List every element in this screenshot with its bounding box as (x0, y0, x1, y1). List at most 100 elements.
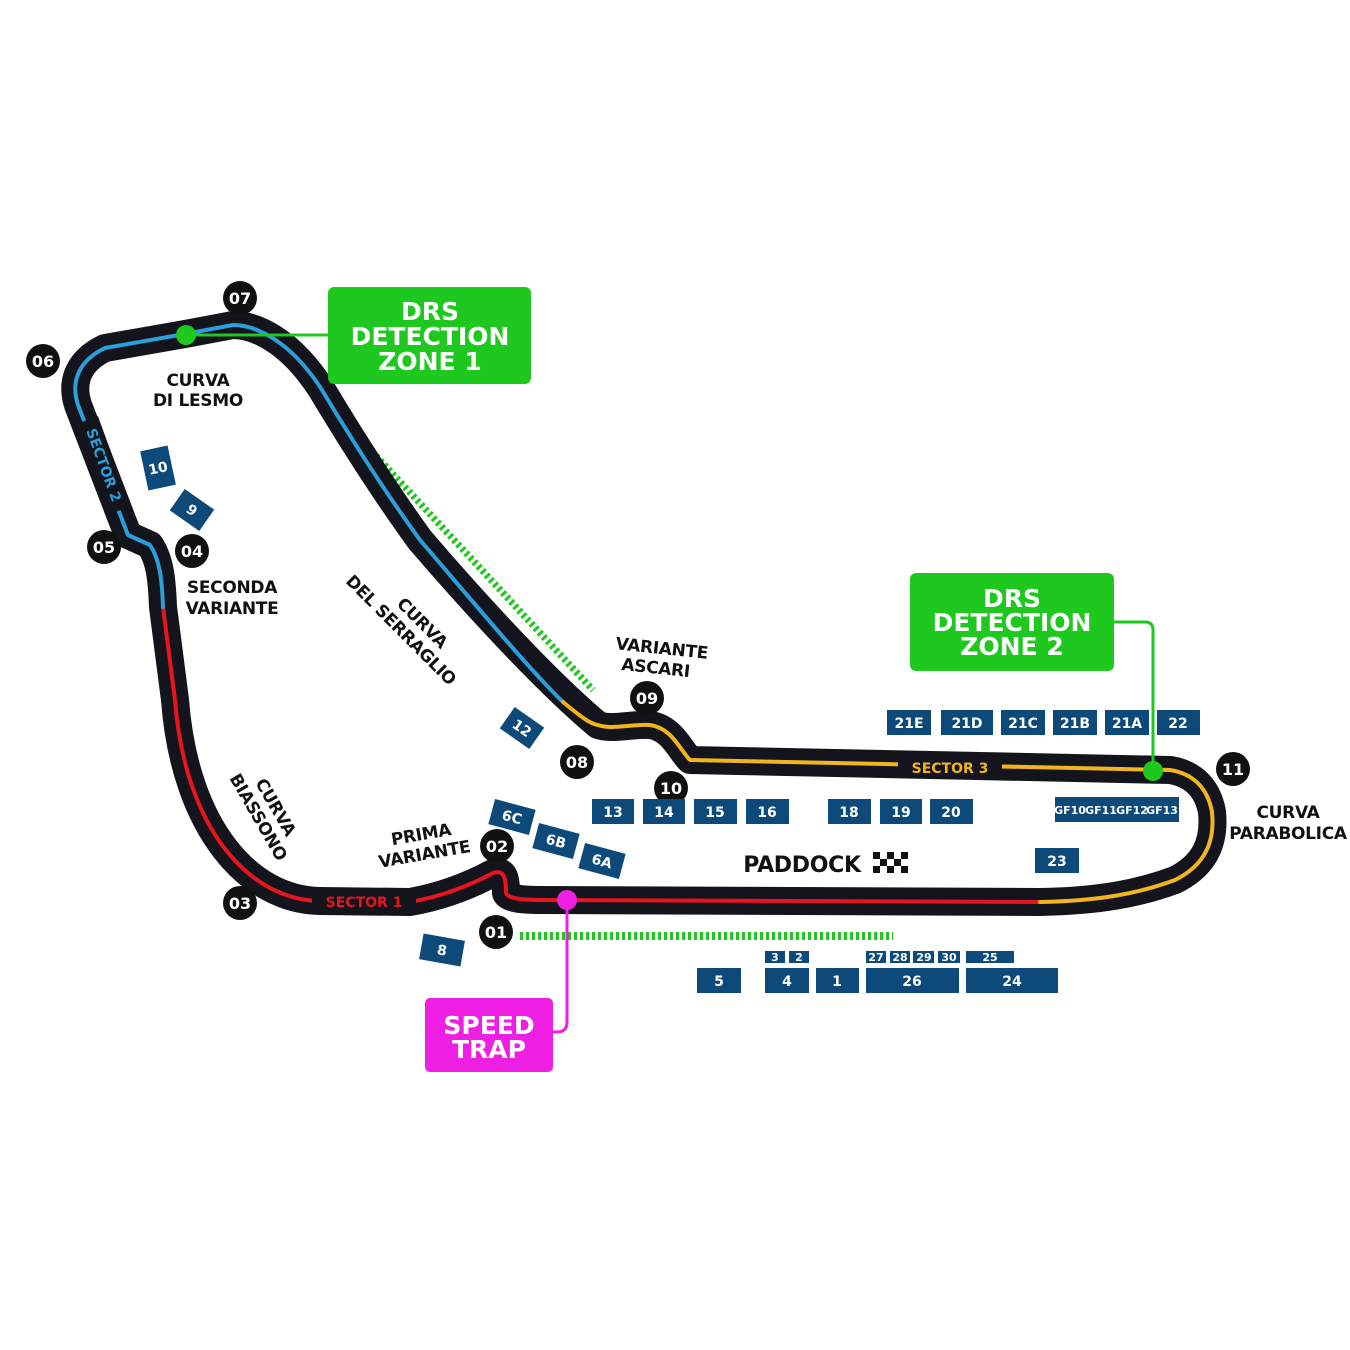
turn-marker-01: 01 (479, 915, 513, 949)
chequered-flag-icon (873, 852, 908, 873)
turn-marker-07: 07 (223, 281, 257, 315)
drs-zone-2-line3: ZONE 2 (960, 632, 1063, 661)
svg-text:21D: 21D (951, 716, 982, 732)
grandstand-25: 25 (966, 951, 1014, 964)
turn-03-label: 03 (229, 894, 251, 913)
grandstand-16: 16 (746, 799, 789, 824)
svg-text:22: 22 (1168, 716, 1187, 732)
grandstand-18: 18 (828, 799, 871, 824)
svg-text:14: 14 (654, 805, 674, 821)
svg-text:30: 30 (941, 951, 957, 964)
grandstand-GF12: GF12 (1116, 804, 1148, 817)
turn-10-label: 10 (660, 779, 682, 798)
grandstand-21B: 21B (1053, 710, 1097, 735)
grandstand-21A: 21A (1105, 710, 1149, 735)
grandstand-24: 24 (966, 968, 1058, 993)
svg-text:2: 2 (795, 951, 803, 964)
grandstand-19: 19 (880, 799, 922, 824)
svg-text:18: 18 (839, 805, 858, 821)
turn-marker-11: 11 (1216, 752, 1250, 786)
grandstand-9: 9 (169, 489, 215, 531)
grandstand-23: 23 (1035, 848, 1079, 873)
drs-zone-2-line2: DETECTION (933, 608, 1092, 637)
grandstand-8: 8 (419, 933, 465, 967)
speed-trap-point (557, 890, 577, 910)
sector-2-line (73, 323, 565, 704)
grandstand-29: 29 (913, 951, 934, 964)
svg-text:21E: 21E (894, 716, 923, 732)
grandstand-6A: 6A (578, 843, 626, 879)
turn-marker-05: 05 (87, 530, 121, 564)
turn-07-label: 07 (229, 289, 251, 308)
turn-11-label: 11 (1222, 760, 1244, 779)
corner-parabolica-line2: PARABOLICA (1229, 824, 1348, 844)
grandstand-5: 5 (697, 968, 741, 993)
grandstand-13: 13 (592, 799, 634, 824)
drs-zone-1-line1: DRS (401, 297, 459, 326)
drs-zone-2-point (1143, 761, 1163, 781)
grandstand-12: 12 (499, 707, 545, 749)
turn-04-label: 04 (181, 542, 203, 561)
sector-3-label-group: SECTOR 3 (898, 756, 1002, 778)
grandstand-1: 1 (816, 968, 859, 993)
turn-marker-04: 04 (175, 534, 209, 568)
turn-05-label: 05 (93, 538, 115, 557)
grandstand-GF13: GF13 (1146, 804, 1178, 817)
sector-1-line (161, 605, 1042, 905)
svg-text:23: 23 (1047, 854, 1066, 870)
drs-zone-2-box: DRS DETECTION ZONE 2 (910, 573, 1114, 671)
grandstand-21C: 21C (1001, 710, 1045, 735)
drs-zone-2-connector (1113, 620, 1155, 770)
grandstand-20: 20 (930, 799, 973, 824)
corner-seconda-line2: VARIANTE (186, 599, 279, 619)
grandstand-6B: 6B (532, 823, 580, 859)
svg-text:1: 1 (832, 974, 842, 990)
drs-zone-1-point (176, 325, 196, 345)
svg-text:29: 29 (916, 951, 931, 964)
grandstand-26: 26 (866, 968, 959, 993)
turn-marker-09: 09 (630, 681, 664, 715)
grandstand-21D: 21D (941, 710, 993, 735)
svg-text:10: 10 (147, 459, 170, 479)
speed-trap-line1: SPEED (443, 1011, 534, 1040)
sector-1-label: SECTOR 1 (326, 895, 403, 911)
svg-text:27: 27 (868, 951, 883, 964)
grandstand-gf-group: GF10 GF11 GF12 GF13 (1054, 797, 1179, 822)
svg-text:6B: 6B (544, 832, 568, 853)
svg-text:21A: 21A (1112, 716, 1142, 732)
svg-text:28: 28 (892, 951, 907, 964)
speed-trap-connector (550, 900, 569, 1034)
turn-marker-03: 03 (223, 886, 257, 920)
svg-text:26: 26 (902, 974, 921, 990)
drs-zone-1-line2: DETECTION (351, 322, 510, 351)
corner-prima-label: PRIMA VARIANTE (377, 820, 472, 873)
drs-zone-2-line1: DRS (983, 584, 1041, 613)
paddock-label: PADDOCK (743, 853, 862, 878)
grandstand-6C: 6C (488, 799, 536, 835)
turn-marker-08: 08 (560, 745, 594, 779)
svg-text:24: 24 (1002, 974, 1022, 990)
svg-text:4: 4 (782, 974, 792, 990)
grandstand-15: 15 (694, 799, 737, 824)
grandstand-GF10: GF10 (1054, 804, 1086, 817)
drs-zone-1-box: DRS DETECTION ZONE 1 (328, 287, 531, 384)
svg-text:15: 15 (705, 805, 724, 821)
svg-text:6A: 6A (590, 852, 614, 873)
grandstand-3: 3 (765, 951, 785, 964)
turn-06-label: 06 (32, 352, 54, 371)
svg-text:5: 5 (714, 974, 724, 990)
grandstand-22: 22 (1157, 710, 1200, 735)
corner-lesmo-line2: DI LESMO (153, 391, 243, 411)
speed-trap-box: SPEED TRAP (425, 998, 553, 1072)
grandstand-30: 30 (938, 951, 960, 964)
turn-marker-10: 10 (654, 771, 688, 805)
speed-trap-line2: TRAP (452, 1035, 526, 1064)
grandstand-4: 4 (765, 968, 809, 993)
drs-zone-1-line3: ZONE 1 (378, 347, 481, 376)
turn-marker-06: 06 (26, 344, 60, 378)
svg-text:25: 25 (982, 951, 997, 964)
corner-lesmo-line1: CURVA (166, 371, 230, 391)
grandstand-14: 14 (643, 799, 685, 824)
turn-09-label: 09 (636, 689, 658, 708)
